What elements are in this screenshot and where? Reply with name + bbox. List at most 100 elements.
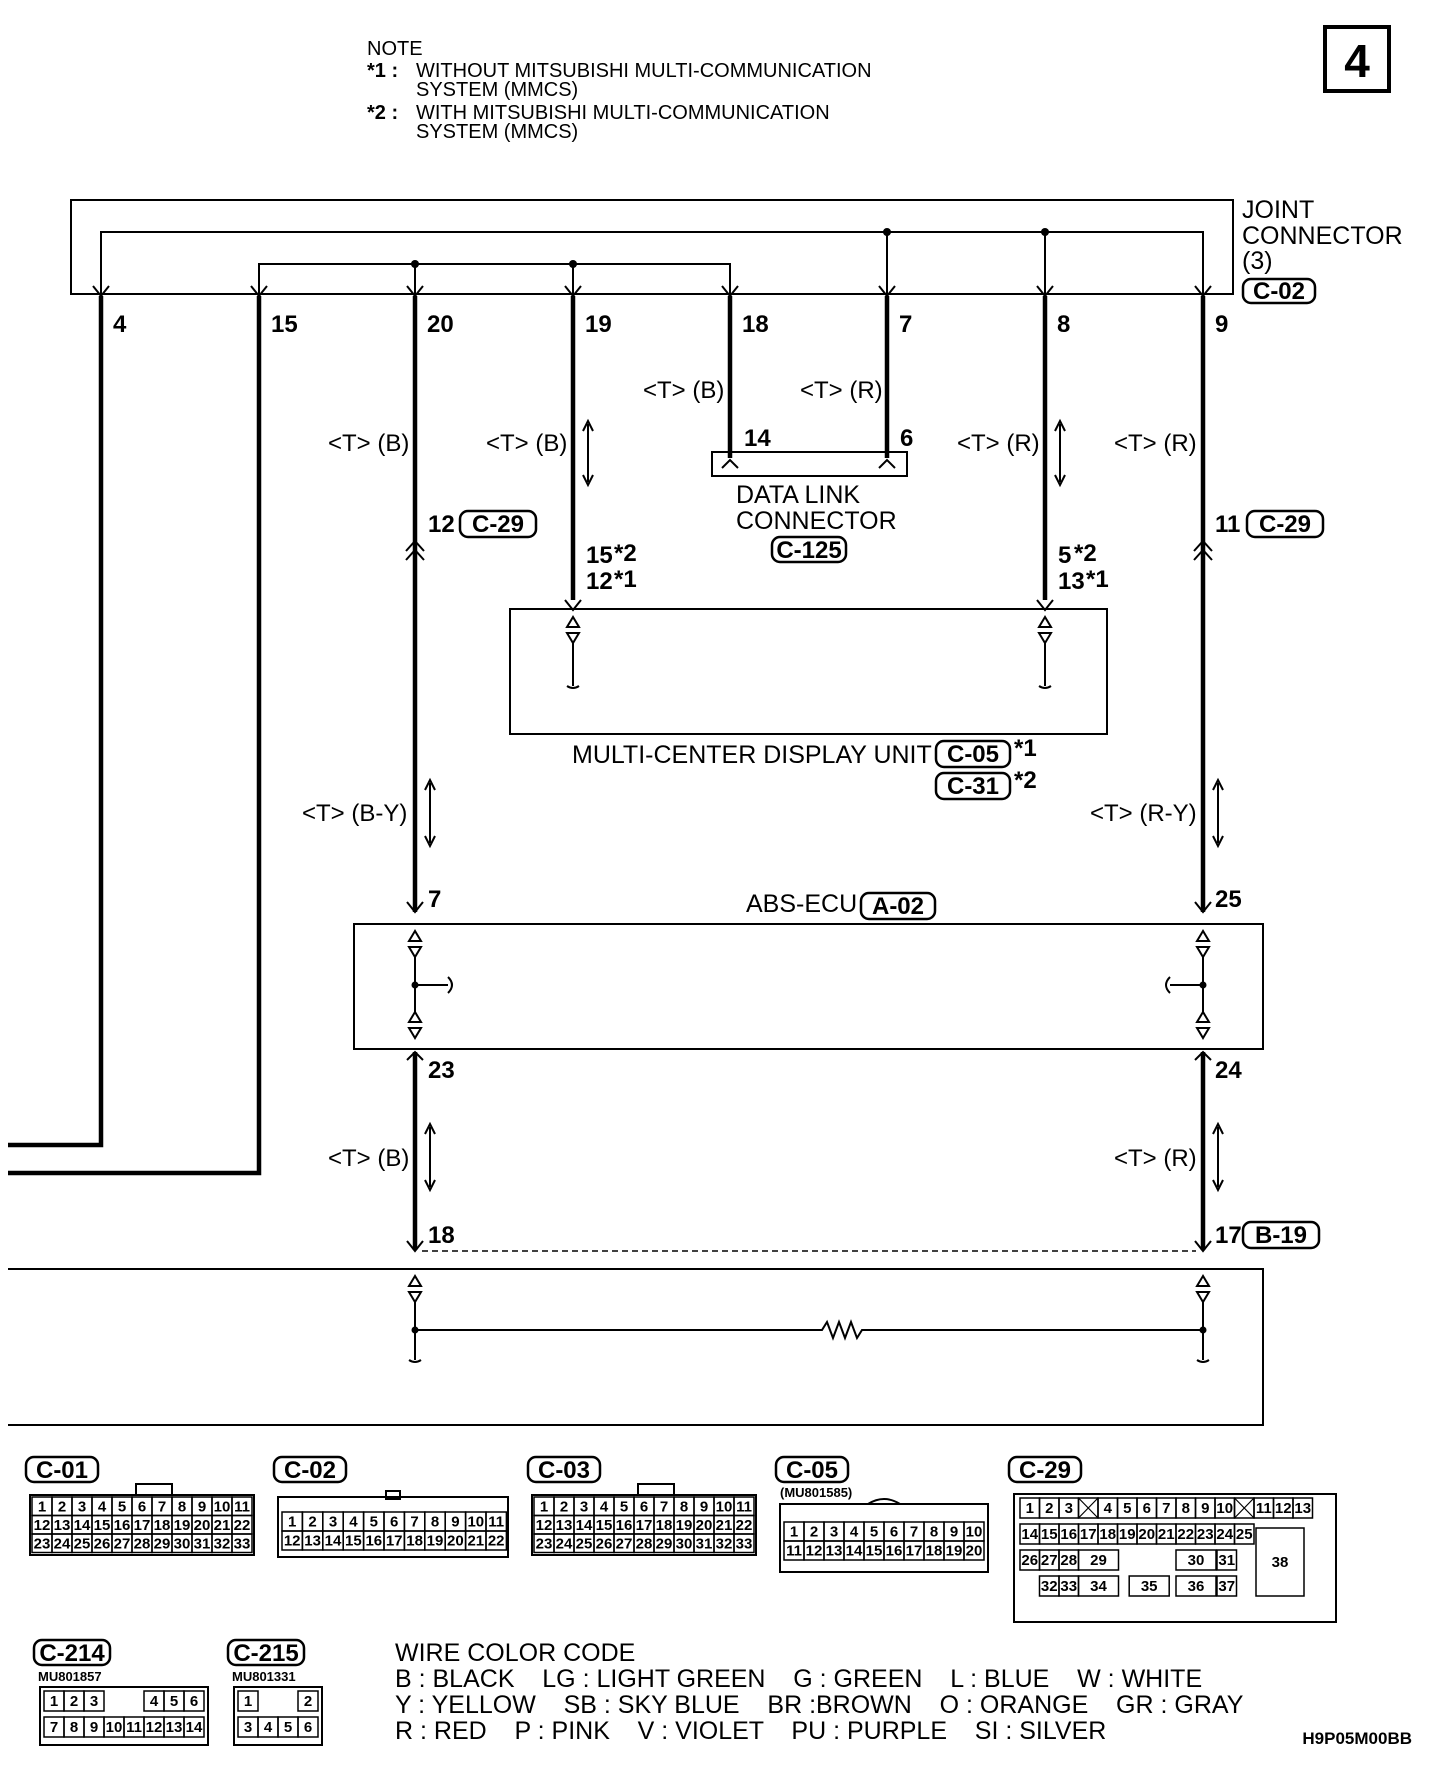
pin-number: 5 xyxy=(620,1498,628,1515)
pin-number: 32 xyxy=(716,1535,733,1552)
c215-code: C-215 xyxy=(233,1640,298,1667)
pin-number: 10 xyxy=(106,1719,123,1736)
pin-number: 18 xyxy=(656,1517,673,1534)
pin-number: 21 xyxy=(1158,1526,1175,1543)
pin-number: 3 xyxy=(244,1719,252,1736)
pin-number: 33 xyxy=(234,1535,251,1552)
data-link-connector: 14 6 DATA LINK CONNECTOR C-125 xyxy=(711,425,913,564)
arrow-abs-right xyxy=(1212,777,1224,849)
pin-number: 21 xyxy=(467,1533,484,1550)
pin-18: 18 xyxy=(742,311,769,338)
pin-number: 14 xyxy=(846,1543,863,1560)
pin-number: 22 xyxy=(234,1517,251,1534)
pin-number: 6 xyxy=(304,1719,312,1736)
pin-number: 16 xyxy=(886,1543,903,1560)
pin-9: 9 xyxy=(1215,311,1228,338)
pin-number: 18 xyxy=(406,1533,423,1550)
pin-number: 9 xyxy=(1201,1500,1209,1517)
signal-arrows xyxy=(424,418,1224,1193)
note-mark-1: *1 : xyxy=(367,60,398,82)
mcdu-pin-15: 15 xyxy=(586,542,613,569)
pin-number: 16 xyxy=(616,1517,633,1534)
pin-number: 25 xyxy=(1236,1526,1253,1543)
c29-code-left: C-29 xyxy=(472,511,524,538)
joint-pin-numbers: 4 15 20 19 18 7 8 9 xyxy=(113,311,1228,338)
mcdu-mark-5: *2 xyxy=(1074,540,1097,567)
b19-code: B-19 xyxy=(1255,1222,1307,1249)
note-item-1-line1: WITHOUT MITSUBISHI MULTI-COMMUNICATION xyxy=(416,60,872,82)
c214-code: C-214 xyxy=(39,1640,105,1667)
pin-number: 4 xyxy=(850,1524,859,1541)
pin-4: 4 xyxy=(113,311,127,338)
pin-number: 30 xyxy=(1188,1552,1205,1569)
pin-number: 4 xyxy=(1104,1500,1113,1517)
wire-color-code-line2: Y : YELLOW SB : SKY BLUE BR :BROWN O : O… xyxy=(395,1691,1244,1719)
joint-connector-label-1: JOINT xyxy=(1242,196,1314,224)
pin-cell xyxy=(1216,1549,1238,1571)
pin-number: 24 xyxy=(54,1535,71,1552)
pin-number: 7 xyxy=(50,1719,58,1736)
c29-pin-12: 12 xyxy=(428,511,455,538)
pin-number: 19 xyxy=(676,1517,693,1534)
pin-number: 20 xyxy=(696,1517,713,1534)
pin-number: 31 xyxy=(696,1535,713,1552)
pin-15: 15 xyxy=(271,311,298,338)
pin-number: 13 xyxy=(304,1533,321,1550)
pin-number: 12 xyxy=(1275,1500,1292,1517)
pin-number: 27 xyxy=(114,1535,131,1552)
pin-number: 13 xyxy=(556,1517,573,1534)
pin-cell xyxy=(237,1690,259,1712)
pin-number: 7 xyxy=(410,1514,418,1531)
pin-number: 8 xyxy=(930,1524,938,1541)
pin-number: 32 xyxy=(214,1535,231,1552)
pin-number: 17 xyxy=(386,1533,403,1550)
pin-number: 33 xyxy=(1060,1578,1077,1595)
pin-number: 5 xyxy=(870,1524,878,1541)
pin-number: 10 xyxy=(467,1514,484,1531)
wire-label-abs-right: <T> (R-Y) xyxy=(1090,800,1197,827)
mcdu-label: MULTI-CENTER DISPLAY UNIT xyxy=(572,741,932,769)
pin-number: 13 xyxy=(826,1543,843,1560)
pin-8: 8 xyxy=(1057,311,1070,338)
pin-number: 19 xyxy=(1119,1526,1136,1543)
dlc-label-1: DATA LINK xyxy=(736,481,860,509)
pin-number: 11 xyxy=(736,1498,752,1515)
pin-number: 19 xyxy=(427,1533,444,1550)
pin-number: 28 xyxy=(636,1535,653,1552)
resistor-icon xyxy=(415,1319,1203,1341)
pin-number: 15 xyxy=(596,1517,613,1534)
pin-number: 7 xyxy=(660,1498,668,1515)
pin-number: 4 xyxy=(264,1719,273,1736)
pin-number: 17 xyxy=(134,1517,151,1534)
pin-number: 18 xyxy=(154,1517,171,1534)
pin-number: 6 xyxy=(1143,1500,1151,1517)
note-item-2-line1: WITH MITSUBISHI MULTI-COMMUNICATION xyxy=(416,102,830,124)
pin-cell xyxy=(1128,1575,1170,1597)
pin-number: 14 xyxy=(74,1517,91,1534)
pin-number: 6 xyxy=(640,1498,648,1515)
pin-number: 20 xyxy=(966,1543,983,1560)
arrow-abs-left xyxy=(424,777,436,849)
c01-code: C-01 xyxy=(36,1457,88,1484)
pin-number: 2 xyxy=(304,1693,312,1710)
pin-number: 20 xyxy=(1138,1526,1155,1543)
pin-number: 4 xyxy=(600,1498,609,1515)
pin-number: 26 xyxy=(94,1535,111,1552)
pin-number: 11 xyxy=(488,1514,504,1531)
wire-color-code-line3: R : RED P : PINK V : VIOLET PU : PURPLE … xyxy=(395,1717,1106,1745)
abs-pin-24: 24 xyxy=(1215,1057,1242,1084)
pin-number: 1 xyxy=(540,1498,548,1515)
pin-number: 13 xyxy=(54,1517,71,1534)
pin-number: 24 xyxy=(556,1535,573,1552)
pin-number: 5 xyxy=(170,1693,178,1710)
pin-number: 7 xyxy=(158,1498,166,1515)
pin-number: 27 xyxy=(1041,1552,1058,1569)
joint-connector: JOINT CONNECTOR (3) C-02 xyxy=(70,196,1403,305)
pin-number: 8 xyxy=(431,1514,439,1531)
pin-number: 14 xyxy=(576,1517,593,1534)
pin-number: 8 xyxy=(1182,1500,1190,1517)
